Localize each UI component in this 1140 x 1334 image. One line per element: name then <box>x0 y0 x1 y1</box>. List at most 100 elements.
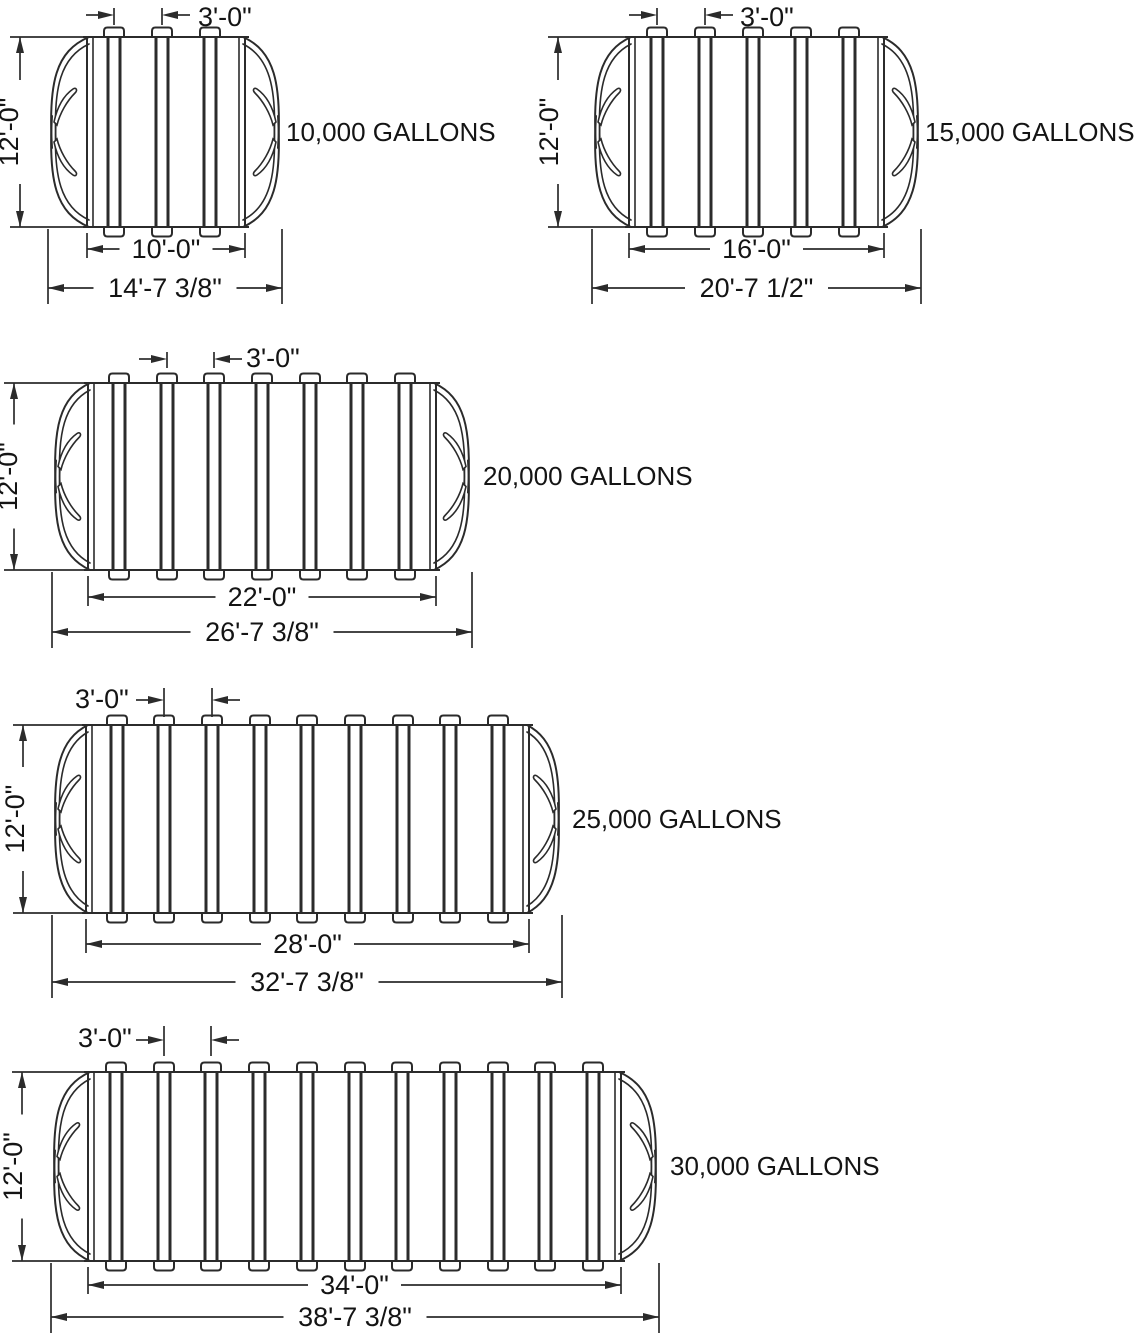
dimension-arrow <box>641 11 657 19</box>
rib-cap <box>439 1061 461 1073</box>
rib-cap <box>108 372 130 384</box>
rib-spacing-dimension: 3'-0" <box>78 1023 239 1056</box>
rib-cap <box>582 1061 604 1073</box>
rib-cap <box>251 569 273 581</box>
rib-cap <box>694 226 716 238</box>
dome-petal <box>53 137 78 177</box>
rib-cap <box>790 226 812 238</box>
rib-cap <box>299 569 321 581</box>
tank-body <box>54 372 470 581</box>
overall-length-dimension: 14'-7 3/8" <box>47 229 283 304</box>
rib-cap <box>201 714 223 726</box>
rib-cap <box>534 1061 556 1073</box>
rib-cap <box>344 714 366 726</box>
capacity-label: 20,000 GALLONS <box>483 461 693 491</box>
tank-body <box>53 1061 657 1272</box>
overall-length-label: 14'-7 3/8" <box>108 273 222 303</box>
dome-petal <box>597 137 622 177</box>
dome-petal <box>442 432 467 472</box>
drawing-path <box>242 115 280 228</box>
tank-drawing-30000-gallons: 3'-0"12'-0"34'-0"38'-7 3/8"30,000 GALLON… <box>0 1023 880 1333</box>
rib-cap <box>344 1260 366 1272</box>
rib-cap <box>296 1061 318 1073</box>
rib-cap <box>346 569 368 581</box>
diameter-dimension: 12'-0" <box>0 36 87 228</box>
drawing-path <box>57 1155 91 1255</box>
rib-spacing-label: 3'-0" <box>78 1023 132 1053</box>
dome-petal <box>532 774 557 814</box>
tank-drawing-15000-gallons: 3'-0"12'-0"16'-0"20'-7 1/2"15,000 GALLON… <box>534 2 1135 304</box>
rib-cap <box>249 714 271 726</box>
dimension-arrow <box>705 11 721 19</box>
rib-cap <box>200 1260 222 1272</box>
straight-section-dimension: 28'-0" <box>85 919 530 959</box>
tank-body <box>594 26 919 238</box>
rib-cap <box>103 226 125 238</box>
straight-section-label: 28'-0" <box>273 929 342 959</box>
drawing-path <box>58 808 89 907</box>
rib-cap <box>153 1260 175 1272</box>
overall-length-dimension: 26'-7 3/8" <box>51 572 473 648</box>
rib-cap <box>487 1061 509 1073</box>
drawing-path <box>526 808 556 907</box>
rib-cap <box>153 714 175 726</box>
overall-length-label: 26'-7 3/8" <box>205 617 319 647</box>
dome-petal <box>53 87 78 127</box>
capacity-label: 15,000 GALLONS <box>925 117 1135 147</box>
rib-spacing-dimension: 3'-0" <box>139 343 300 373</box>
drawing-path <box>433 459 470 571</box>
tank-drawing-10000-gallons: 3'-0"12'-0"10'-0"14'-7 3/8"10,000 GALLON… <box>0 2 496 304</box>
capacity-label: 30,000 GALLONS <box>670 1151 880 1181</box>
drawing-path <box>594 115 632 228</box>
drawing-path <box>53 1149 91 1262</box>
straight-section-label: 34'-0" <box>320 1270 389 1300</box>
rib-cap <box>838 26 860 38</box>
rib-cap <box>394 569 416 581</box>
drawing-path <box>54 802 89 914</box>
rib-cap <box>296 714 318 726</box>
dimension-arrow <box>162 11 178 19</box>
rib-cap <box>106 912 128 924</box>
rib-cap <box>344 912 366 924</box>
drawing-path <box>618 1149 657 1262</box>
rib-cap <box>646 26 668 38</box>
diameter-label: 12'-0" <box>0 785 30 854</box>
rib-cap <box>248 1260 270 1272</box>
rib-cap <box>203 569 225 581</box>
rib-cap <box>156 372 178 384</box>
rib-spacing-label: 3'-0" <box>740 2 794 32</box>
rib-cap <box>392 714 414 726</box>
rib-cap <box>439 912 461 924</box>
rib-spacing-dimension: 3'-0" <box>86 2 252 32</box>
dome-petal <box>252 137 277 177</box>
rib-cap <box>391 1061 413 1073</box>
overall-length-label: 32'-7 3/8" <box>250 967 364 997</box>
rib-cap <box>838 226 860 238</box>
rib-cap <box>151 26 173 38</box>
tank-body <box>50 26 280 238</box>
drawing-path <box>526 802 560 914</box>
rib-cap <box>487 1260 509 1272</box>
rib-cap <box>742 226 764 238</box>
straight-section-label: 16'-0" <box>722 234 791 264</box>
diameter-label: 12'-0" <box>534 98 564 167</box>
straight-section-label: 22'-0" <box>228 582 297 612</box>
diameter-dimension: 12'-0" <box>0 724 86 914</box>
rib-cap <box>346 372 368 384</box>
rib-cap <box>299 372 321 384</box>
rib-cap <box>534 1260 556 1272</box>
dimension-arrow <box>98 11 114 19</box>
straight-section-dimension: 34'-0" <box>87 1267 622 1300</box>
dome-petal <box>629 1122 654 1162</box>
overall-length-dimension: 32'-7 3/8" <box>51 915 563 998</box>
rib-cap <box>203 372 225 384</box>
diameter-label: 12'-0" <box>0 98 24 167</box>
rib-cap <box>487 714 509 726</box>
tank-body <box>54 714 560 924</box>
capacity-label: 25,000 GALLONS <box>572 804 782 834</box>
rib-cap <box>106 714 128 726</box>
rib-cap <box>392 912 414 924</box>
rib-spacing-label: 3'-0" <box>198 2 252 32</box>
dimension-arrow <box>211 1036 227 1044</box>
drawing-path <box>242 121 276 221</box>
